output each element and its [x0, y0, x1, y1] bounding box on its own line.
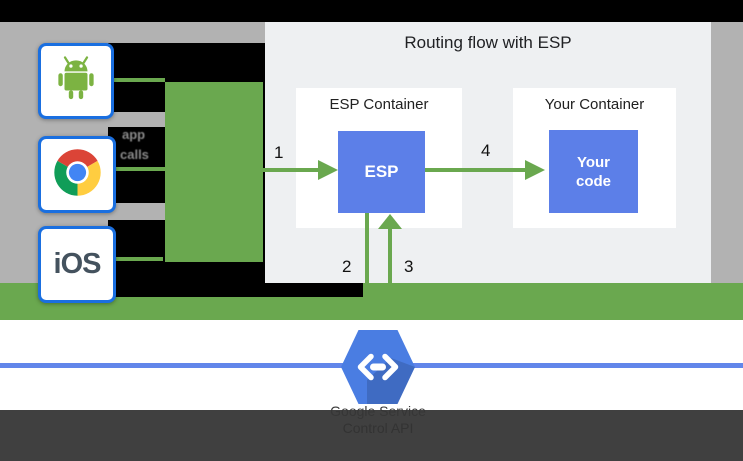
esp-container-label: ESP Container — [329, 96, 429, 113]
black-overlay-bottom — [265, 283, 363, 297]
bottom-dark-bar — [0, 410, 743, 461]
ios-client-box: iOS — [38, 226, 116, 303]
arrow-4-line — [425, 168, 526, 172]
obscured-text-line2: calls — [120, 147, 149, 162]
diagram-title: Routing flow with ESP — [404, 33, 572, 52]
android-client-box — [38, 43, 114, 119]
step-4-label: 4 — [481, 141, 491, 160]
endpoints-caption: Google Service Control API — [298, 403, 458, 437]
esp-box: ESP — [338, 131, 425, 213]
obscured-text-line1: app — [122, 127, 146, 142]
ios-connector-line — [108, 257, 163, 261]
chrome-client-box — [38, 136, 116, 213]
android-connector-line — [108, 78, 165, 82]
step-1-label: 1 — [274, 143, 284, 162]
your-code-box: Your code — [549, 130, 638, 213]
chrome-browser-icon — [51, 146, 104, 204]
step-2-label: 2 — [342, 257, 352, 276]
arrow-4-head — [525, 160, 545, 180]
client-flow-green-bar — [165, 82, 263, 262]
endpoints-caption-line1: Google Service — [330, 403, 426, 419]
ios-label: iOS — [53, 248, 102, 280]
arrow-3-line — [388, 228, 392, 312]
step-3-label: 3 — [404, 257, 414, 276]
cloud-endpoints-hexagon-icon — [339, 328, 417, 406]
arrow-1-line — [263, 168, 319, 172]
gray-gap-band-1 — [108, 112, 165, 127]
android-robot-icon — [53, 55, 99, 108]
your-code-line1: Your — [576, 153, 611, 171]
top-black-bar — [0, 0, 743, 22]
chrome-connector-line — [108, 167, 165, 171]
arrow-3-head — [378, 214, 402, 229]
endpoints-caption-line2: Control API — [342, 420, 414, 436]
your-code-line2: code — [575, 172, 611, 190]
right-gray-strip — [711, 22, 743, 283]
gray-gap-band-2 — [108, 203, 165, 220]
your-container-label: Your Container — [544, 96, 645, 113]
arrow-2-line — [365, 213, 369, 312]
arrow-1-head — [318, 160, 338, 180]
